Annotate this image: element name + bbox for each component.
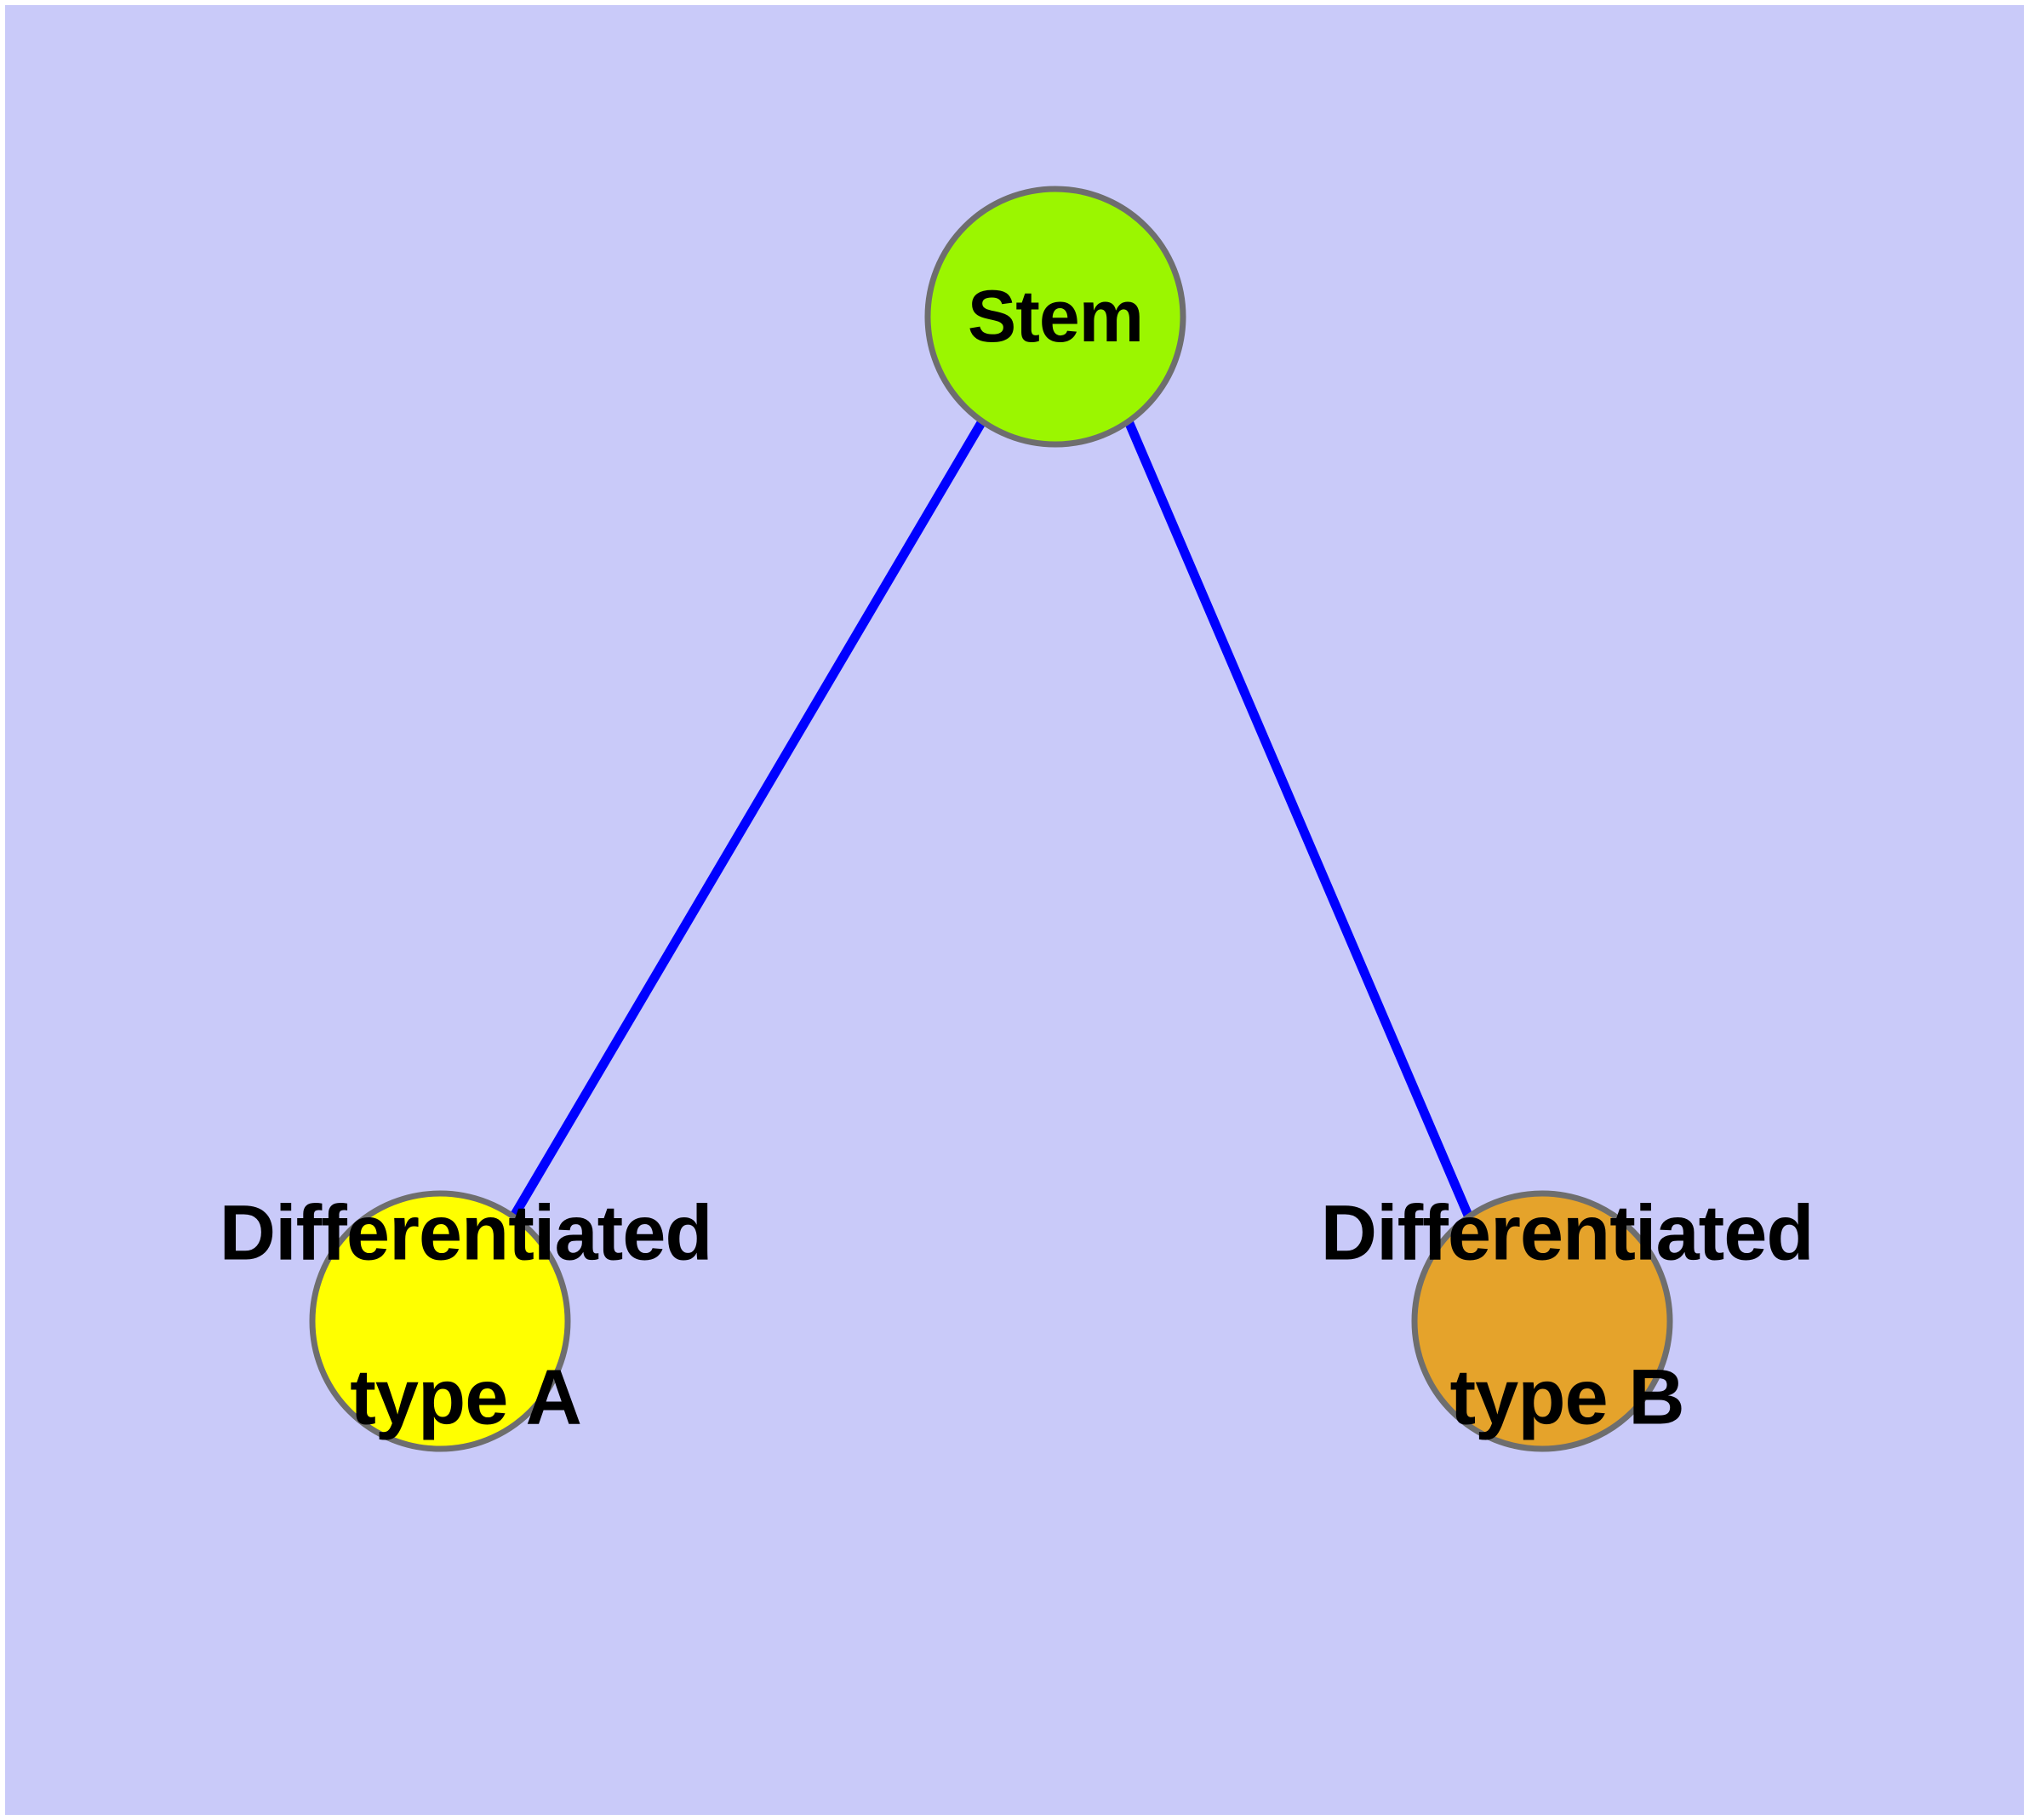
- edge-stem-to-differentiated-type-a[interactable]: [509, 419, 986, 1220]
- node-differentiated-type-a[interactable]: [309, 1190, 571, 1452]
- node-differentiated-type-b[interactable]: [1411, 1190, 1673, 1452]
- node-stem[interactable]: [924, 186, 1186, 448]
- nodes-layer: [309, 186, 1673, 1452]
- edge-stem-to-differentiated-type-b[interactable]: [1123, 419, 1474, 1220]
- edges-layer: [509, 419, 1474, 1220]
